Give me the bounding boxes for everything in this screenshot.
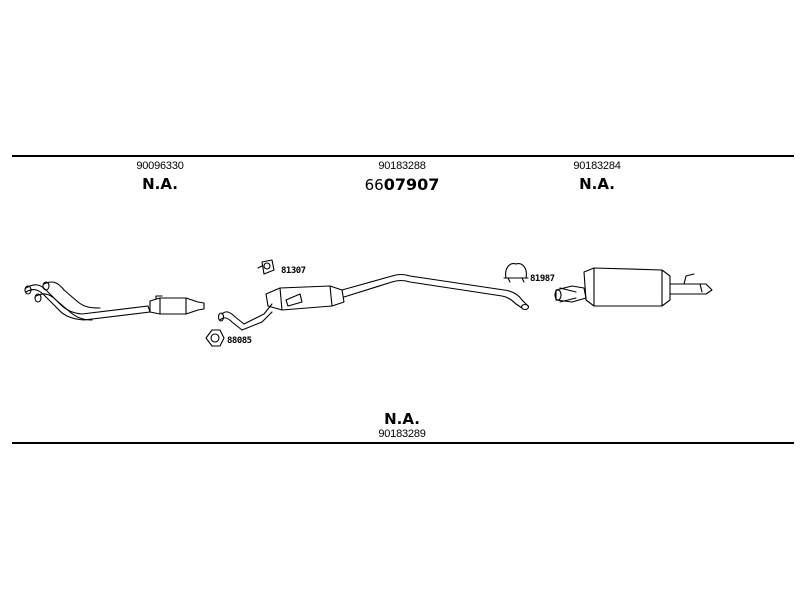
tail-pipe <box>669 283 713 295</box>
part-number-left: 90096330 <box>136 160 184 172</box>
status-left: N.A. <box>142 175 178 193</box>
status-bottom: N.A. <box>384 410 420 428</box>
status-right: N.A. <box>579 175 615 193</box>
center-pipe-inlet-top <box>221 311 245 325</box>
top-divider-line <box>12 155 794 157</box>
center-pipe-section <box>217 273 530 331</box>
flange-1 <box>24 285 32 295</box>
center-pipe-inlet-bottom <box>219 317 243 331</box>
tail-pipe-seam <box>699 283 703 293</box>
center-inlet-flange <box>217 312 225 322</box>
front-pipe-section <box>24 281 205 321</box>
ref-number-center: 6607907 <box>352 175 452 194</box>
flange-3 <box>42 281 50 291</box>
rear-inlet-flange <box>554 289 562 301</box>
center-muffler <box>265 285 345 311</box>
part-ref-gasket: 88085 <box>227 336 252 346</box>
gasket-icon <box>205 329 225 347</box>
front-pipe-branch-1-lower <box>25 289 151 321</box>
bottom-divider-line <box>12 442 794 444</box>
hanger-icon <box>257 259 275 275</box>
center-muffler-pipe-end <box>285 293 303 307</box>
center-muffler-seams <box>279 285 333 311</box>
front-muffler-seams <box>159 297 187 315</box>
ref-main: 07907 <box>383 175 440 194</box>
front-pipe-branch-2 <box>35 293 93 321</box>
tail-hanger <box>683 273 695 285</box>
front-muffler <box>149 297 205 315</box>
center-outlet-flange <box>520 303 530 311</box>
rear-muffler <box>583 267 671 307</box>
rear-muffler-section <box>554 267 713 307</box>
front-pipe-branch-3 <box>43 281 101 309</box>
clamp-icon <box>503 263 529 283</box>
ref-prefix: 66 <box>364 176 384 194</box>
rear-inlet-detail <box>559 287 577 303</box>
center-long-pipe-bottom <box>343 279 523 309</box>
part-number-bottom: 90183289 <box>378 428 426 440</box>
rear-muffler-seams <box>593 267 663 307</box>
center-long-pipe-top <box>341 273 529 307</box>
front-muffler-bracket <box>155 295 163 300</box>
part-number-center: 90183288 <box>378 160 426 172</box>
part-number-right: 90183284 <box>573 160 621 172</box>
flange-2 <box>34 293 42 303</box>
center-pipe-bend <box>241 303 273 331</box>
part-ref-clamp: 81987 <box>530 274 555 284</box>
part-ref-hanger: 81307 <box>281 266 306 276</box>
